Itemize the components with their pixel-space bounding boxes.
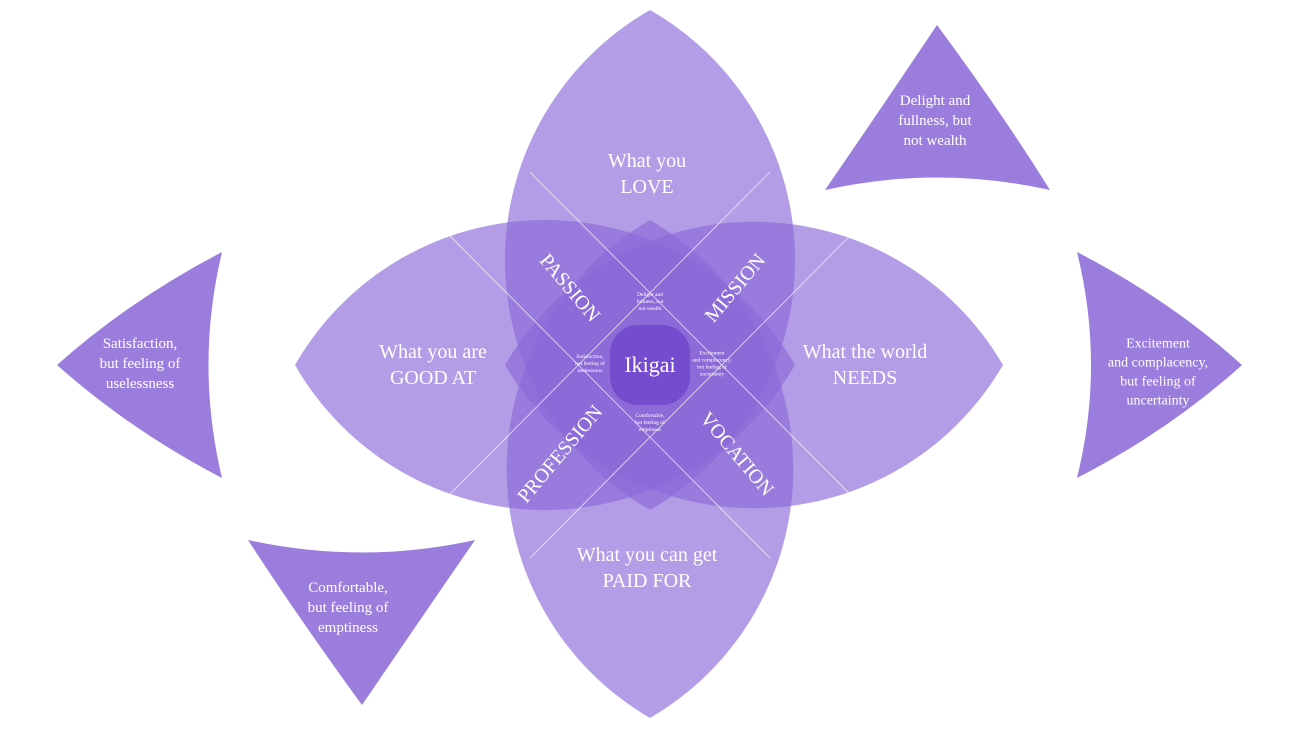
wedge-top-right [825, 25, 1050, 190]
ikigai-center [610, 325, 690, 405]
wedge-right [1077, 252, 1242, 478]
label-ikigai: Ikigai [624, 352, 675, 377]
diagonal-lines [324, 109, 976, 621]
petal-paid-for [506, 220, 794, 718]
wedge-left [57, 252, 222, 478]
wedge-bottom-left [248, 540, 475, 705]
